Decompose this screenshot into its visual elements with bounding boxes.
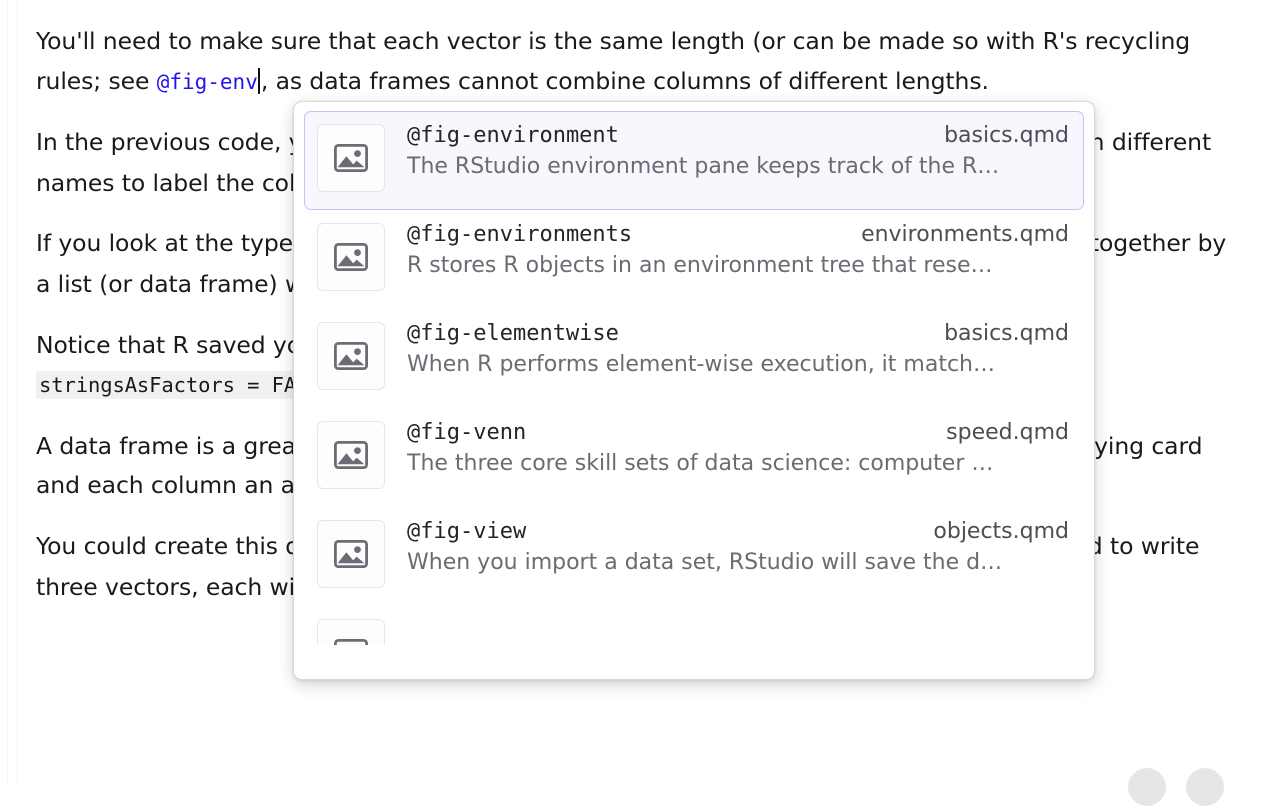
image-placeholder-icon — [317, 124, 385, 192]
gutter-line-left — [7, 0, 8, 786]
autocomplete-item-header: @fig-elementwise basics.qmd — [407, 321, 1069, 346]
image-placeholder-icon — [317, 421, 385, 489]
inline-code: stringsAsFactors = FALSE — [36, 371, 336, 400]
autocomplete-item-label: @fig-environment — [407, 123, 619, 148]
autocomplete-item-header: @fig-view objects.qmd — [407, 519, 1069, 544]
autocomplete-item-description: R stores R objects in an environment tre… — [407, 253, 993, 278]
image-placeholder-icon — [317, 322, 385, 390]
floating-action-button-2[interactable] — [1186, 768, 1224, 806]
text-cursor — [257, 67, 260, 94]
body-text: You'll need to make sure that each vecto… — [36, 27, 1198, 95]
body-text: , as data frames cannot combine columns … — [260, 66, 989, 95]
autocomplete-item-description: When R performs element-wise execution, … — [407, 352, 995, 377]
autocomplete-item-label: @fig-view — [407, 519, 527, 544]
autocomplete-item-description: When you import a data set, RStudio will… — [407, 550, 1003, 575]
autocomplete-item-header: @fig-venn speed.qmd — [407, 420, 1069, 445]
autocomplete-item-description: The RStudio environment pane keeps track… — [407, 154, 1000, 179]
paragraph-p1: You'll need to make sure that each vecto… — [36, 22, 1236, 102]
image-placeholder-icon — [317, 520, 385, 588]
autocomplete-item-filename: objects.qmd — [933, 519, 1069, 544]
autocomplete-item-filename: basics.qmd — [944, 123, 1069, 148]
autocomplete-item-label: @fig-elementwise — [407, 321, 619, 346]
autocomplete-item[interactable] — [304, 606, 1084, 646]
autocomplete-item-description: The three core skill sets of data scienc… — [407, 451, 994, 476]
autocomplete-item-body: @fig-environments environments.qmd R store… — [407, 220, 1069, 278]
autocomplete-item-filename: speed.qmd — [946, 420, 1069, 445]
floating-action-button-1[interactable] — [1128, 768, 1166, 806]
image-placeholder-icon — [317, 619, 385, 645]
cross-reference-token: @fig-env — [156, 69, 258, 94]
autocomplete-item-label: @fig-venn — [407, 420, 527, 445]
autocomplete-item-label: @fig-environments — [407, 222, 633, 247]
image-placeholder-icon — [317, 223, 385, 291]
autocomplete-item-header: @fig-environments environments.qmd — [407, 222, 1069, 247]
gutter-line-inner — [17, 0, 18, 786]
autocomplete-item-filename: environments.qmd — [861, 222, 1069, 247]
autocomplete-item-header: @fig-environment basics.qmd — [407, 123, 1069, 148]
autocomplete-item[interactable]: @fig-environments environments.qmd R store… — [304, 210, 1084, 309]
autocomplete-item-body — [407, 616, 1069, 624]
autocomplete-item-filename: basics.qmd — [944, 321, 1069, 346]
